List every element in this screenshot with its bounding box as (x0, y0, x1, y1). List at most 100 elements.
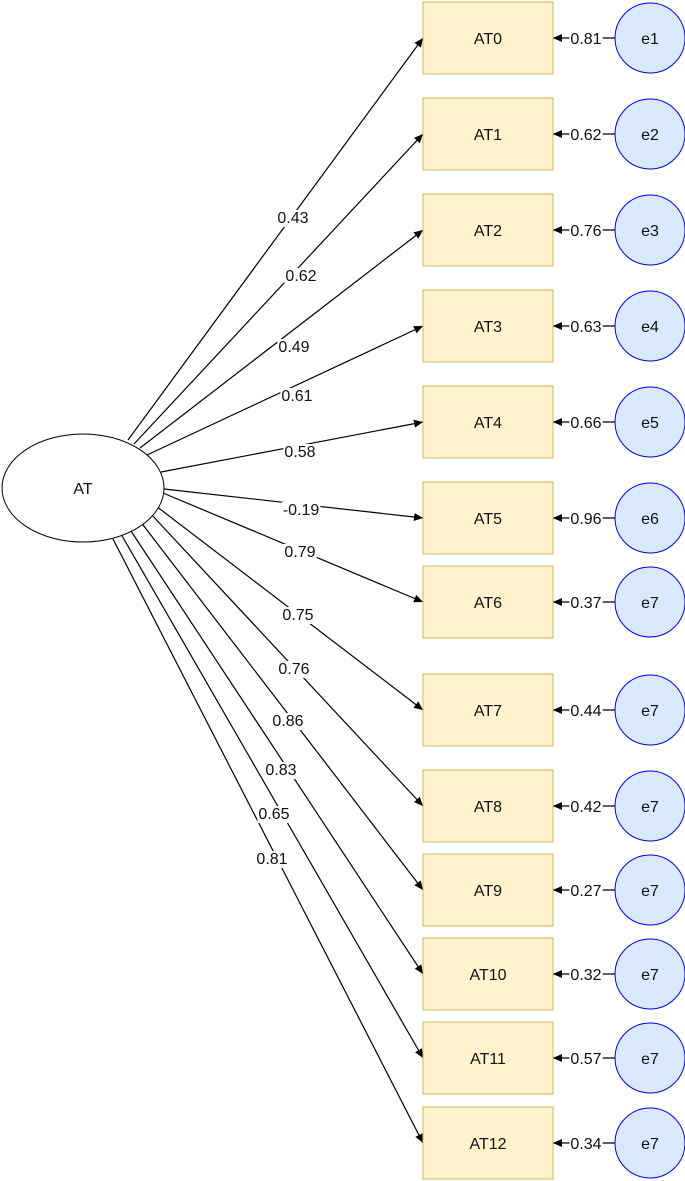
loading-arrow (127, 37, 424, 441)
indicator-box (422, 1106, 554, 1180)
loading-arrow (112, 538, 424, 1144)
error-label: e2 (641, 127, 659, 144)
loading-label: -0.19 (283, 502, 320, 519)
error-label: e4 (641, 319, 659, 336)
error-variance-bg (569, 223, 603, 240)
indicator-box (422, 853, 554, 927)
error-label: e7 (641, 703, 659, 720)
error-label: e3 (641, 223, 659, 240)
indicator-label: AT10 (469, 967, 506, 984)
loading-label: 0.58 (284, 444, 315, 461)
loading-label-bg (283, 544, 317, 561)
error-circle (614, 482, 685, 554)
loading-label-bg (283, 444, 317, 461)
indicator-label: AT7 (474, 703, 502, 720)
error-variance-bg (569, 415, 603, 432)
error-variance-label: 0.81 (570, 31, 601, 48)
loading-arrow (128, 527, 424, 975)
loading-label: 0.49 (278, 339, 309, 356)
loading-label-bg (280, 388, 314, 405)
error-circle (614, 290, 685, 362)
loading-label-bg (284, 268, 318, 285)
error-circle (614, 674, 685, 746)
indicator-label: AT2 (474, 223, 502, 240)
error-label: e7 (641, 883, 659, 900)
loading-label: 0.75 (282, 607, 313, 624)
loading-label: 0.61 (281, 388, 312, 405)
indicator-box (422, 385, 554, 459)
error-variance-label: 0.63 (570, 319, 601, 336)
error-label: e7 (641, 799, 659, 816)
error-variance-label: 0.57 (570, 1051, 601, 1068)
error-variance-label: 0.66 (570, 415, 601, 432)
indicator-label: AT0 (474, 31, 502, 48)
error-circle (614, 1022, 685, 1094)
error-label: e7 (641, 967, 659, 984)
error-variance-label: 0.34 (570, 1136, 601, 1153)
indicator-label: AT4 (474, 415, 502, 432)
loading-label-bg (257, 806, 291, 823)
indicator-box (422, 1021, 554, 1095)
loading-label-bg (276, 210, 310, 227)
error-variance-bg (569, 595, 603, 612)
error-label: e6 (641, 511, 659, 528)
indicator-box (422, 565, 554, 639)
loading-label-bg (255, 851, 289, 868)
loading-label-bg (281, 502, 321, 519)
loading-label-bg (264, 762, 298, 779)
indicator-label: AT3 (474, 319, 502, 336)
loading-arrow (149, 512, 424, 807)
indicator-box (422, 193, 554, 267)
loading-label: 0.86 (272, 713, 303, 730)
error-variance-label: 0.27 (570, 883, 601, 900)
loading-label-bg (271, 713, 305, 730)
indicator-box (422, 481, 554, 555)
latent-node-at (1, 433, 165, 543)
indicator-box (422, 769, 554, 843)
error-variance-label: 0.44 (570, 703, 601, 720)
error-label: e1 (641, 31, 659, 48)
error-circle (614, 98, 685, 170)
error-variance-bg (569, 511, 603, 528)
loading-label-bg (277, 339, 311, 356)
loading-arrow (133, 133, 424, 445)
error-variance-bg (569, 799, 603, 816)
indicator-label: AT5 (474, 511, 502, 528)
indicator-label: AT12 (469, 1136, 506, 1153)
error-variance-bg (569, 883, 603, 900)
error-label: e7 (641, 595, 659, 612)
indicator-box (422, 97, 554, 171)
indicator-label: AT11 (470, 1051, 506, 1068)
indicator-box (422, 1, 554, 75)
loading-label: 0.65 (258, 806, 289, 823)
error-variance-bg (569, 319, 603, 336)
loading-arrow (120, 533, 424, 1059)
error-circle (614, 770, 685, 842)
indicator-label: AT8 (474, 799, 502, 816)
error-variance-label: 0.32 (570, 967, 601, 984)
error-variance-label: 0.42 (570, 799, 601, 816)
indicator-label: AT9 (474, 883, 502, 900)
error-label: e7 (641, 1136, 659, 1153)
loading-label-bg (281, 607, 315, 624)
error-circle (614, 854, 685, 926)
error-variance-label: 0.37 (570, 595, 601, 612)
error-variance-bg (569, 967, 603, 984)
error-variance-bg (569, 1136, 603, 1153)
error-circle (614, 1107, 685, 1179)
loading-label: 0.43 (277, 210, 308, 227)
indicator-box (422, 289, 554, 363)
error-variance-bg (569, 31, 603, 48)
loading-arrow (139, 520, 424, 891)
indicator-label: AT6 (474, 595, 502, 612)
error-circle (614, 566, 685, 638)
error-variance-bg (569, 127, 603, 144)
indicator-label: AT1 (474, 127, 502, 144)
loading-label-bg (277, 661, 311, 678)
error-variance-bg (569, 1051, 603, 1068)
loading-label: 0.81 (256, 851, 287, 868)
error-label: e7 (641, 1051, 659, 1068)
error-circle (614, 2, 685, 74)
error-circle (614, 194, 685, 266)
